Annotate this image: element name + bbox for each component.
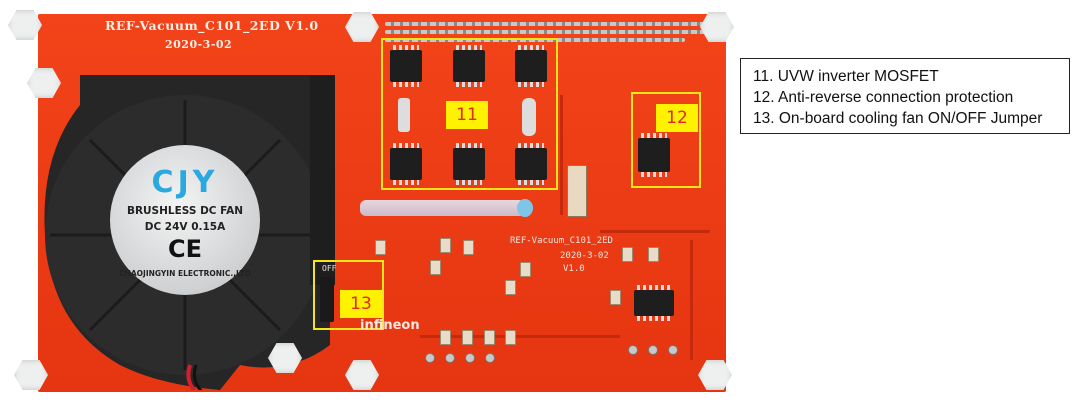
fan-label: CJY BRUSHLESS DC FAN DC 24V 0.15A CE CHA… bbox=[110, 145, 260, 295]
smd-component bbox=[648, 247, 659, 262]
callout-badge-13: 13 bbox=[340, 290, 382, 318]
smd-component bbox=[505, 330, 516, 345]
fan-rating: DC 24V 0.15A bbox=[144, 221, 226, 233]
infineon-logo: infineon bbox=[360, 318, 420, 333]
board-title-silkscreen: REF-Vacuum_C101_2ED V1.0 bbox=[105, 18, 319, 33]
pcb-trace bbox=[420, 335, 620, 338]
fan-type: BRUSHLESS DC FAN bbox=[126, 205, 244, 217]
nylon-standoff bbox=[27, 68, 61, 98]
mosfet-chip bbox=[515, 45, 547, 87]
center-date-silkscreen: 2020-3-02 bbox=[560, 251, 609, 261]
nylon-standoff bbox=[8, 10, 42, 40]
mosfet-chip bbox=[453, 45, 485, 87]
crystal-component bbox=[522, 98, 536, 136]
board-date-silkscreen: 2020-3-02 bbox=[165, 38, 233, 51]
pcb-trace bbox=[690, 240, 693, 360]
smd-component bbox=[440, 238, 451, 253]
pin-header bbox=[385, 22, 715, 26]
smd-component bbox=[622, 247, 633, 262]
smd-component bbox=[463, 240, 474, 255]
callout-badge-11: 11 bbox=[446, 101, 488, 129]
callout-box-13 bbox=[313, 260, 384, 330]
voltage-regulator-u2 bbox=[634, 285, 674, 321]
jumper-off-label: OFF bbox=[322, 264, 337, 273]
ce-mark: CE bbox=[167, 235, 202, 263]
callout-badge-12: 12 bbox=[656, 104, 698, 132]
test-pad bbox=[445, 353, 455, 363]
test-pad bbox=[628, 345, 638, 355]
pcb-trace bbox=[560, 95, 563, 215]
mosfet-chip bbox=[515, 143, 547, 185]
callout-box-12 bbox=[631, 92, 701, 188]
mosfet-chip bbox=[390, 143, 422, 185]
center-title-silkscreen: REF-Vacuum_C101_2ED bbox=[510, 236, 613, 246]
legend-item-13: 13. On-board cooling fan ON/OFF Jumper bbox=[753, 110, 1043, 127]
legend-item-11: 11. UVW inverter MOSFET bbox=[753, 68, 939, 85]
mosfet-chip bbox=[453, 143, 485, 185]
callout-legend: 11. UVW inverter MOSFET 12. Anti-reverse… bbox=[740, 58, 1070, 134]
ntc-bead bbox=[517, 199, 533, 217]
smd-component bbox=[462, 330, 473, 345]
smd-component bbox=[375, 240, 386, 255]
smd-component bbox=[484, 330, 495, 345]
ntc-sensor bbox=[360, 200, 525, 216]
fan-brand: CJY bbox=[151, 165, 219, 200]
callout-box-11 bbox=[381, 38, 558, 190]
fan-jumper bbox=[320, 277, 334, 322]
pin-header bbox=[385, 30, 715, 34]
pin-header bbox=[385, 38, 685, 42]
fan-manufacturer: CHAOJINGYIN ELECTRONIC.,LTD bbox=[119, 269, 251, 278]
test-pad bbox=[485, 353, 495, 363]
nylon-standoff bbox=[700, 12, 734, 42]
smd-component bbox=[430, 260, 441, 275]
mosfet-chip bbox=[390, 45, 422, 87]
smd-component bbox=[610, 290, 621, 305]
test-pad bbox=[648, 345, 658, 355]
test-pad bbox=[465, 353, 475, 363]
test-pad bbox=[425, 353, 435, 363]
test-pad bbox=[668, 345, 678, 355]
shunt-rs1 bbox=[567, 165, 587, 217]
shunt-resistor bbox=[398, 98, 410, 132]
smd-component bbox=[520, 262, 531, 277]
pcb-trace bbox=[600, 230, 710, 233]
protection-mosfet-chip bbox=[638, 133, 670, 177]
smd-component bbox=[505, 280, 516, 295]
center-version-silkscreen: V1.0 bbox=[563, 264, 585, 274]
smd-component bbox=[440, 330, 451, 345]
nylon-standoff bbox=[698, 360, 732, 390]
legend-item-12: 12. Anti-reverse connection protection bbox=[753, 89, 1014, 106]
